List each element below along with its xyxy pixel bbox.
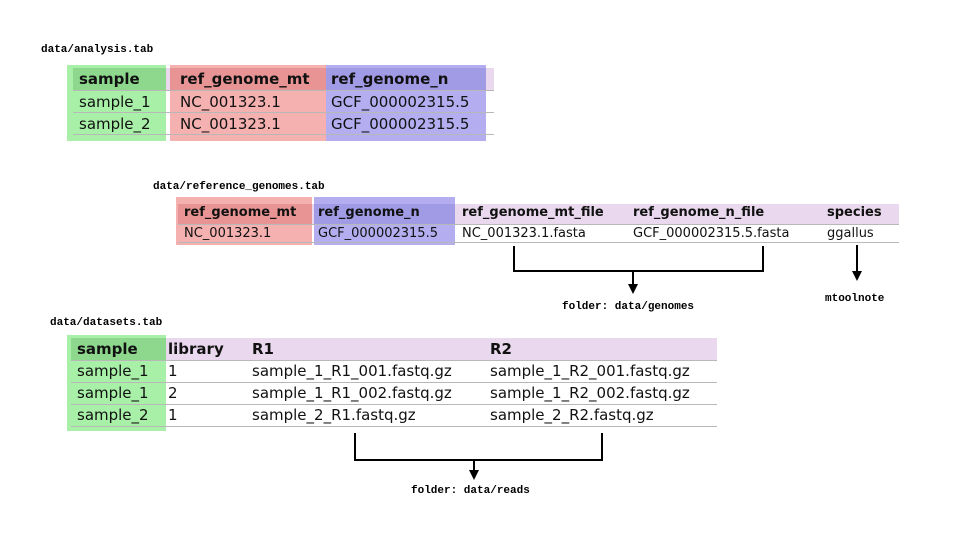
analysis-rule xyxy=(73,90,494,91)
reference-genomes-header-ref-genome-n: ref_genome_n xyxy=(318,205,420,220)
datasets-file-label: data/datasets.tab xyxy=(50,317,163,329)
reference-genomes-cell-ref-genome-mt: NC_001323.1 xyxy=(184,226,272,241)
analysis-cell-ref-genome-n: GCF_000002315.5 xyxy=(331,93,470,111)
genomes-arrow-head xyxy=(628,284,638,294)
datasets-rule xyxy=(71,382,717,383)
reference-genomes-rule xyxy=(178,224,899,225)
reference-genomes-cell-ref-genome-n-file: GCF_000002315.5.fasta xyxy=(633,226,790,241)
analysis-file-label: data/analysis.tab xyxy=(41,44,154,56)
reference-genomes-file-label: data/reference_genomes.tab xyxy=(153,181,325,193)
analysis-cell-ref-genome-mt: NC_001323.1 xyxy=(180,93,281,111)
analysis-header-ref-genome-mt: ref_genome_mt xyxy=(180,70,310,88)
datasets-rule xyxy=(71,404,717,405)
datasets-sample-header-band xyxy=(71,338,166,360)
datasets-cell-sample: sample_2 xyxy=(77,406,149,424)
analysis-rule xyxy=(73,112,494,113)
analysis-n-header-band xyxy=(326,68,486,90)
datasets-header-sample: sample xyxy=(77,340,138,358)
species-target-label: mtoolnote xyxy=(825,293,885,305)
datasets-rule xyxy=(71,426,717,427)
analysis-sample-header-band xyxy=(73,68,166,90)
datasets-cell-r2: sample_1_R2_001.fastq.gz xyxy=(490,362,690,380)
reference-genomes-header-species: species xyxy=(827,205,882,220)
analysis-rule xyxy=(73,134,494,135)
datasets-header-r2: R2 xyxy=(490,340,512,358)
analysis-mt-header-band xyxy=(170,68,326,90)
reference-genomes-n-header-band xyxy=(314,204,455,224)
reference-genomes-header-ref-genome-mt-file: ref_genome_mt_file xyxy=(462,205,604,220)
analysis-cell-ref-genome-n: GCF_000002315.5 xyxy=(331,115,470,133)
reads-folder-label: folder: data/reads xyxy=(411,485,530,497)
analysis-header-sample: sample xyxy=(79,70,140,88)
reads-arrow-head xyxy=(469,470,479,480)
datasets-rule xyxy=(71,360,717,361)
reference-genomes-mt-header-band xyxy=(178,204,312,224)
datasets-header-r1: R1 xyxy=(252,340,274,358)
analysis-cell-sample: sample_1 xyxy=(79,93,151,111)
reads-bracket xyxy=(354,433,603,470)
genomes-folder-label: folder: data/genomes xyxy=(562,301,695,313)
reference-genomes-header-ref-genome-mt: ref_genome_mt xyxy=(184,205,297,220)
analysis-header-ref-genome-n: ref_genome_n xyxy=(331,70,449,88)
datasets-header-band xyxy=(71,338,717,360)
datasets-cell-r1: sample_1_R1_001.fastq.gz xyxy=(252,362,452,380)
datasets-cell-r2: sample_2_R2.fastq.gz xyxy=(490,406,654,424)
datasets-cell-r2: sample_1_R2_002.fastq.gz xyxy=(490,384,690,402)
analysis-cell-sample: sample_2 xyxy=(79,115,151,133)
reference-genomes-header-ref-genome-n-file: ref_genome_n_file xyxy=(633,205,765,220)
datasets-cell-library: 1 xyxy=(168,406,178,424)
species-arrow-head xyxy=(852,271,862,281)
datasets-cell-library: 1 xyxy=(168,362,178,380)
datasets-cell-r1: sample_1_R1_002.fastq.gz xyxy=(252,384,452,402)
analysis-cell-ref-genome-mt: NC_001323.1 xyxy=(180,115,281,133)
datasets-cell-sample: sample_1 xyxy=(77,384,149,402)
datasets-cell-library: 2 xyxy=(168,384,178,402)
datasets-header-library: library xyxy=(168,340,224,358)
reference-genomes-cell-species: ggallus xyxy=(827,226,874,241)
reference-genomes-cell-ref-genome-mt-file: NC_001323.1.fasta xyxy=(462,226,586,241)
genomes-bracket xyxy=(513,246,764,284)
datasets-cell-sample: sample_1 xyxy=(77,362,149,380)
reference-genomes-cell-ref-genome-n: GCF_000002315.5 xyxy=(318,226,438,241)
datasets-cell-r1: sample_2_R1.fastq.gz xyxy=(252,406,416,424)
reference-genomes-rule xyxy=(178,242,899,243)
